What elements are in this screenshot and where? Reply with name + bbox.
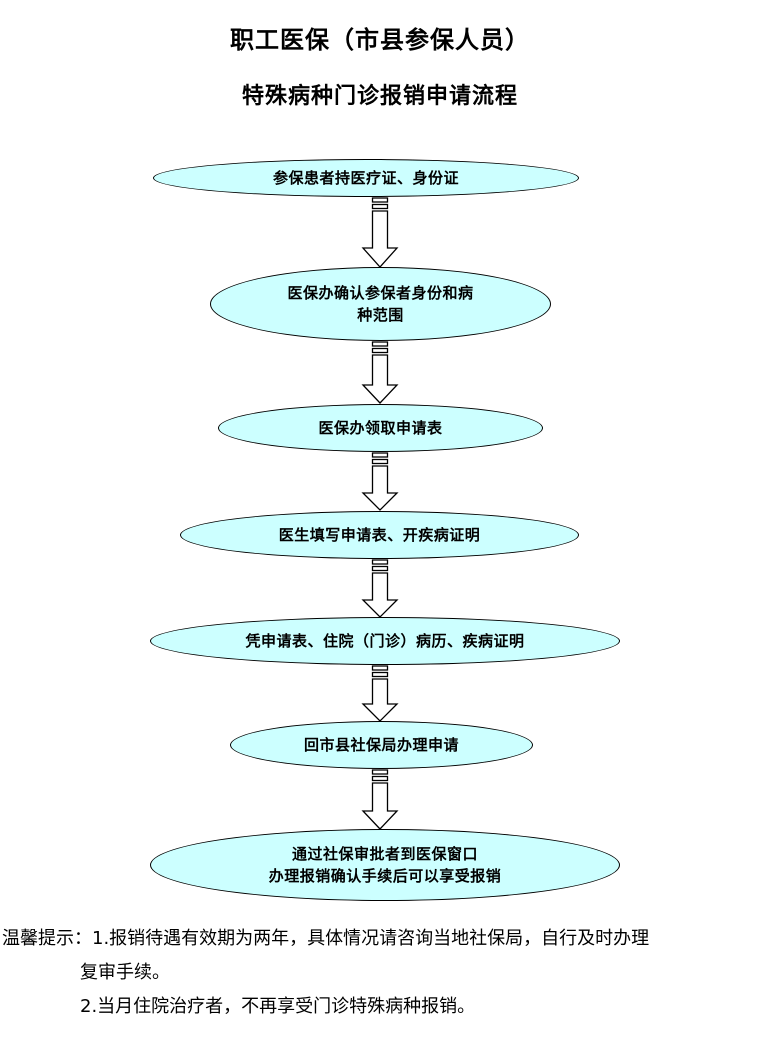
flow-node-step-4: 医生填写申请表、开疾病证明	[180, 511, 579, 559]
footer-note-line: 温馨提示：1.报销待遇有效期为两年，具体情况请咨询当地社保局，自行及时办理	[2, 928, 650, 949]
flow-node-step-3: 医保办领取申请表	[218, 404, 543, 452]
flow-node-step-5: 凭申请表、住院（门诊）病历、疾病证明	[150, 617, 620, 665]
flow-node-label: 通过社保审批者到医保窗口 办理报销确认手续后可以享受报销	[268, 845, 502, 885]
page-title-secondary: 特殊病种门诊报销申请流程	[241, 84, 518, 109]
flow-node-step-2: 医保办确认参保者身份和病 种范围	[210, 267, 551, 341]
flow-node-step-7: 通过社保审批者到医保窗口 办理报销确认手续后可以享受报销	[150, 829, 620, 901]
footer-note-line: 复审手续。	[80, 962, 170, 983]
flow-connector-arrow-4	[359, 559, 401, 619]
footer-note-line: 2.当月住院治疗者，不再享受门诊特殊病种报销。	[80, 996, 476, 1017]
flow-connector-arrow-6	[359, 769, 401, 831]
flow-node-label: 医生填写申请表、开疾病证明	[278, 526, 481, 544]
flow-node-label: 参保患者持医疗证、身份证	[272, 169, 459, 187]
flow-node-label: 回市县社保局办理申请	[303, 736, 459, 754]
footer-notes: 温馨提示：1.报销待遇有效期为两年，具体情况请咨询当地社保局，自行及时办理 复审…	[0, 922, 760, 1024]
flow-connector-arrow-5	[359, 665, 401, 723]
flow-node-step-6: 回市县社保局办理申请	[230, 721, 533, 769]
flow-connector-arrow-3	[359, 452, 401, 512]
flow-connector-arrow-2	[359, 341, 401, 405]
flow-node-step-1: 参保患者持医疗证、身份证	[153, 159, 579, 197]
flowchart-diagram: 参保患者持医疗证、身份证 医保办确认参保者身份和病 种范围 医保办领取申请表	[150, 159, 620, 901]
flow-node-label: 凭申请表、住院（门诊）病历、疾病证明	[245, 632, 525, 650]
flow-connector-arrow-1	[359, 197, 401, 269]
flow-node-label: 医保办确认参保者身份和病 种范围	[287, 284, 474, 324]
flow-node-label: 医保办领取申请表	[318, 419, 443, 437]
page-title-primary: 职工医保（市县参保人员）	[230, 26, 530, 54]
